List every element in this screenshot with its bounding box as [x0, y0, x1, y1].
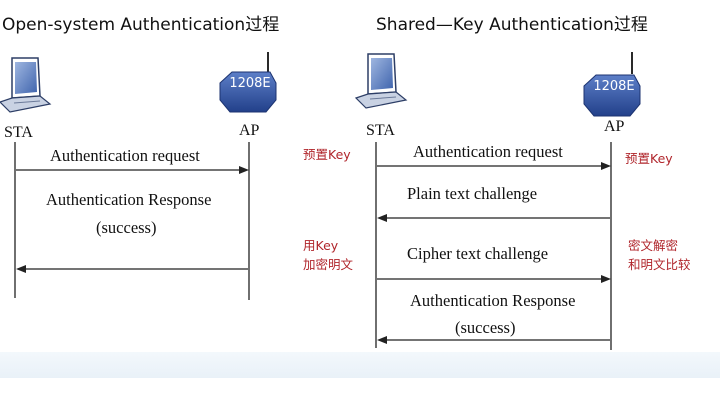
sta-label: STA — [366, 122, 395, 139]
ap-device-label: 1208E — [593, 79, 635, 94]
auth-response-status: (success) — [96, 218, 157, 237]
sta-encrypt-note: 用Key 加密明文 — [303, 236, 353, 274]
auth-request-message: Authentication request — [413, 142, 563, 161]
sta-encrypt-note-line: 用Key — [303, 238, 339, 253]
plain-text-challenge-message: Plain text challenge — [407, 184, 538, 203]
sta-encrypt-note-line: 加密明文 — [303, 257, 354, 272]
sta-label: STA — [4, 124, 33, 141]
sta-preset-key-note: 预置Key — [303, 147, 351, 162]
auth-response-message: Authentication Response — [46, 190, 212, 209]
router-icon — [219, 52, 277, 113]
ap-decrypt-note-line: 密文解密 — [628, 238, 679, 253]
ap-label: AP — [604, 118, 625, 135]
shared-key-title: Shared—Key Authentication过程 — [376, 15, 648, 35]
ap-preset-key-note: 预置Key — [625, 151, 673, 166]
bottom-band — [0, 352, 720, 378]
laptop-icon — [0, 57, 52, 113]
ap-decrypt-note-line: 和明文比较 — [628, 257, 691, 272]
ap-device-label: 1208E — [229, 76, 271, 91]
cipher-text-challenge-message: Cipher text challenge — [407, 244, 549, 263]
ap-decrypt-note: 密文解密 和明文比较 — [628, 236, 691, 274]
router-icon — [583, 52, 641, 117]
auth-response-message: Authentication Response — [410, 291, 576, 310]
auth-response-status: (success) — [455, 318, 516, 337]
open-system-title: Open-system Authentication过程 — [2, 15, 280, 35]
laptop-icon — [354, 53, 408, 109]
ap-label: AP — [239, 122, 260, 139]
auth-request-message: Authentication request — [50, 146, 200, 165]
